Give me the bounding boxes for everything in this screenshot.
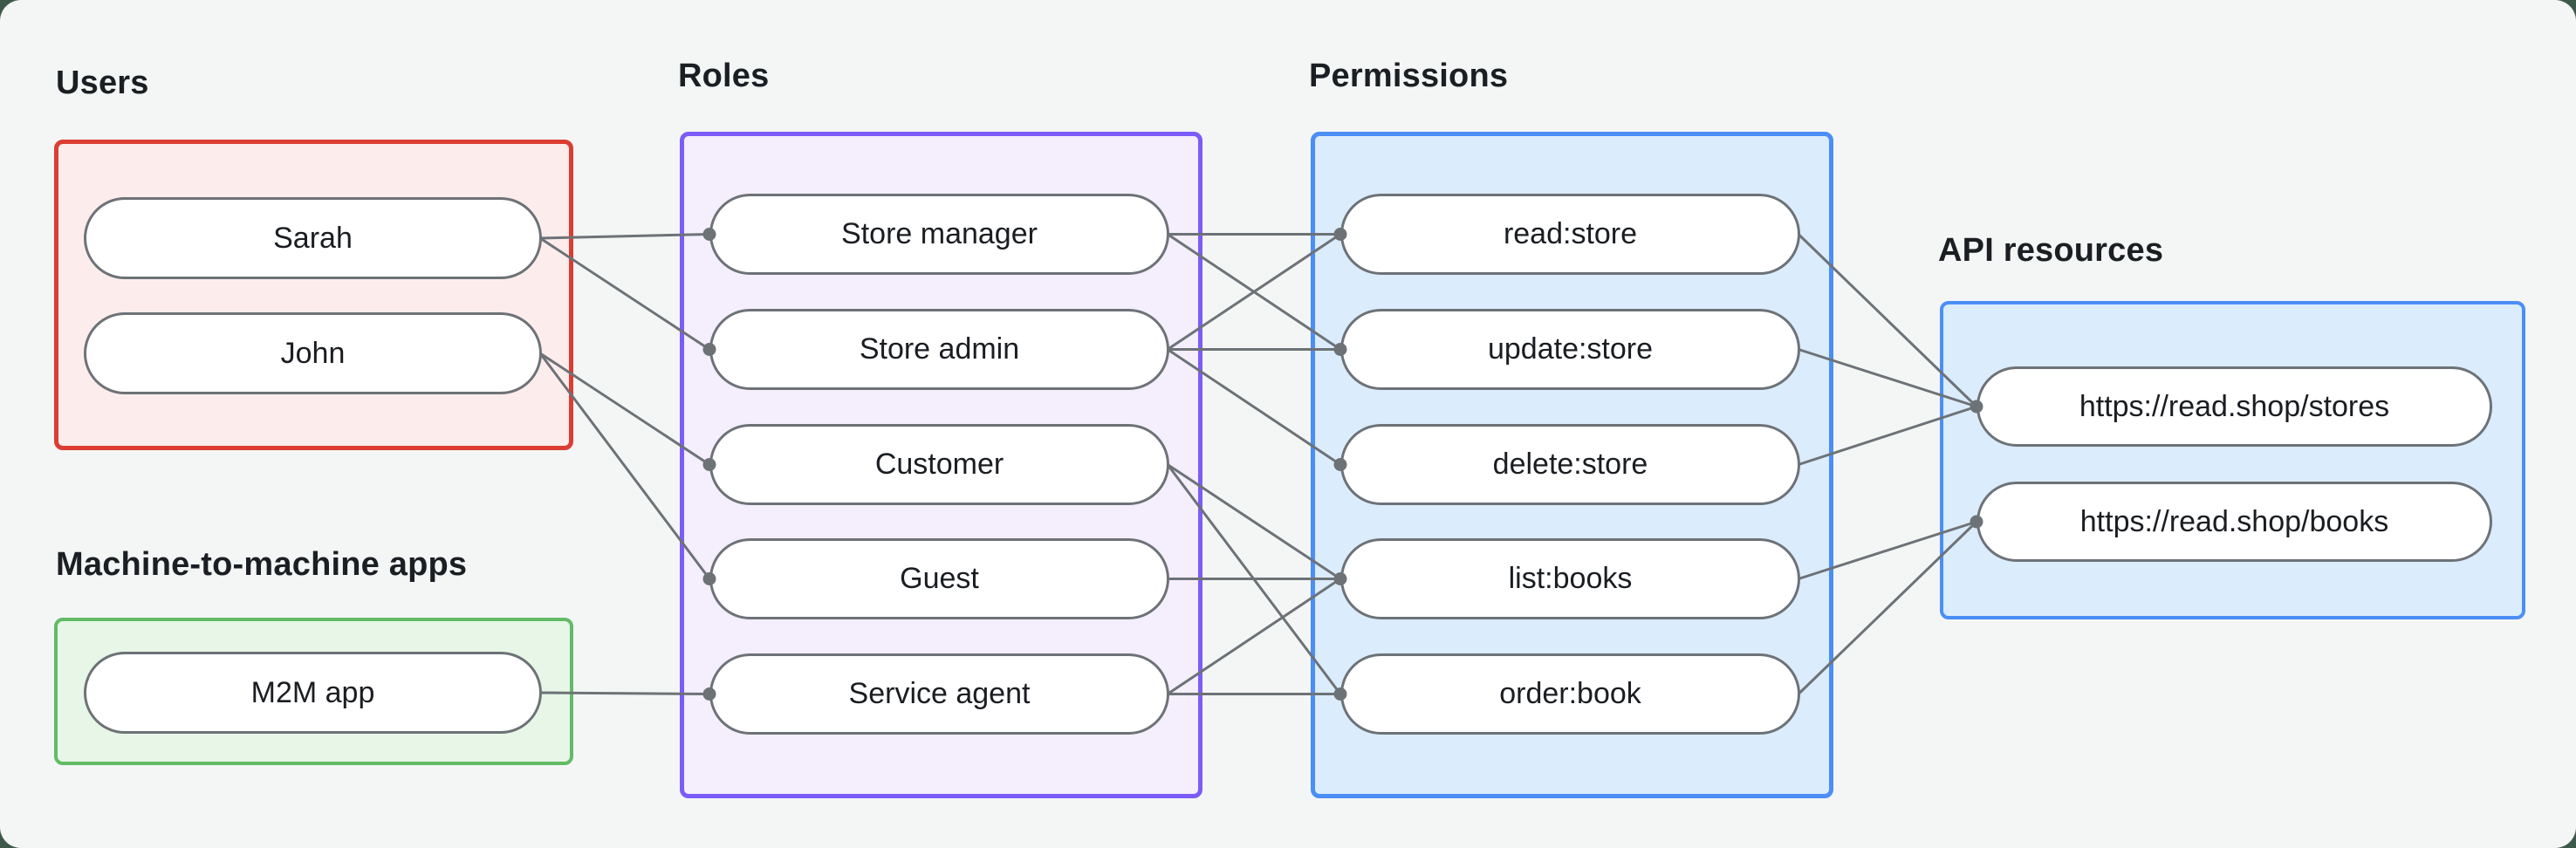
group-label-users: Users (56, 65, 149, 101)
group-label-m2m: Machine-to-machine apps (56, 546, 468, 583)
node-delete-store: delete:store (1340, 424, 1800, 505)
node-books-resource: https://read.shop/books (1977, 482, 2492, 562)
group-box-users (54, 140, 573, 450)
group-box-api (1940, 301, 2525, 619)
group-label-roles: Roles (678, 58, 770, 94)
node-read-store: read:store (1340, 194, 1800, 275)
node-list-books: list:books (1340, 538, 1800, 619)
node-service-agent: Service agent (709, 653, 1169, 735)
node-store-admin: Store admin (709, 309, 1169, 390)
node-m2m-app: M2M app (84, 652, 542, 734)
node-john: John (84, 312, 542, 394)
node-update-store: update:store (1340, 309, 1800, 390)
node-stores-resource: https://read.shop/stores (1977, 366, 2492, 447)
node-customer: Customer (709, 424, 1169, 505)
node-sarah: Sarah (84, 197, 542, 279)
group-label-api: API resources (1938, 232, 2164, 269)
group-label-permissions: Permissions (1309, 58, 1509, 94)
node-store-manager: Store manager (709, 194, 1169, 275)
node-guest: Guest (709, 538, 1169, 619)
node-order-book: order:book (1340, 653, 1800, 735)
